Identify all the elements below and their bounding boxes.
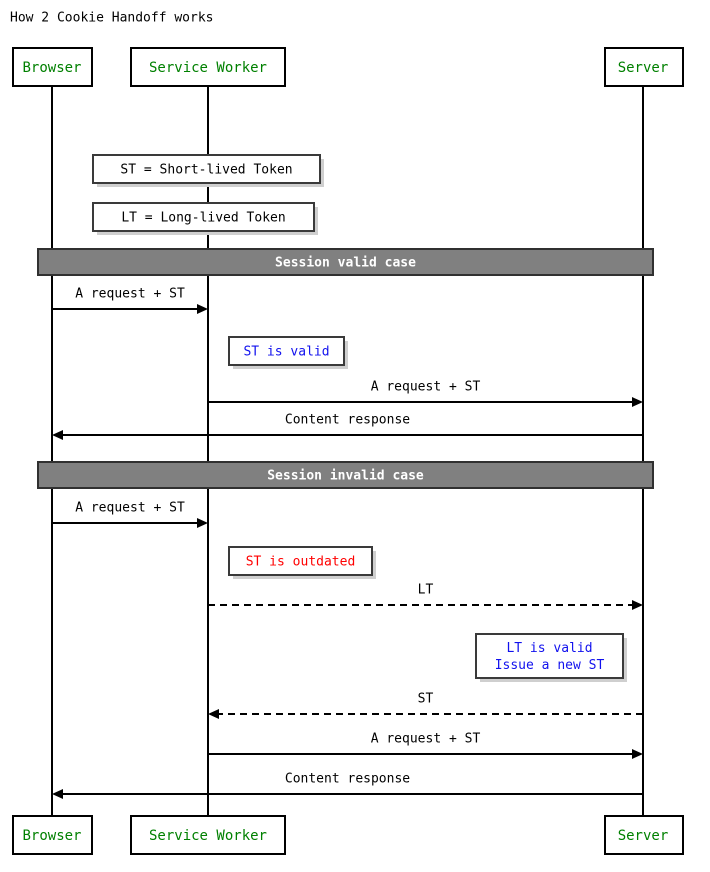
message-arrowhead [197, 518, 208, 528]
note-box [228, 546, 373, 576]
message-arrowhead [632, 749, 643, 759]
messages: A request + ST A request + ST Content resp… [52, 287, 643, 799]
note-box [228, 336, 345, 366]
lifelines [51, 86, 644, 816]
message-label: A request + ST [371, 380, 481, 395]
participant-box [130, 815, 286, 855]
message-arrowhead [632, 397, 643, 407]
note-box [92, 154, 321, 184]
page-title: How 2 Cookie Handoff works [10, 11, 214, 26]
message-label: Content response [285, 413, 410, 428]
message-label: ST [418, 692, 434, 707]
message-label: A request + ST [75, 501, 185, 516]
note-st-def: ST = Short-lived Token [92, 154, 324, 187]
participant-label: Browser [22, 828, 81, 844]
note-text-line: LT = Long-lived Token [121, 211, 285, 226]
note-st-valid: ST is valid [228, 336, 348, 369]
message-msg-3: Content response [52, 413, 643, 440]
message-msg-7: A request + ST [208, 732, 643, 759]
message-msg-5: LT [208, 583, 643, 610]
participant-box [12, 47, 93, 87]
participant-label: Server [618, 828, 669, 844]
participant-label: Service Worker [149, 60, 267, 76]
participant-box [604, 815, 684, 855]
note-box [92, 202, 315, 232]
participant-boxes-top: Browser Service Worker Server [12, 47, 684, 87]
note-text-line: Issue a new ST [495, 658, 605, 673]
message-msg-2: A request + ST [208, 380, 643, 407]
note-text-line: ST is outdated [246, 555, 356, 570]
note-text-line: ST is valid [243, 345, 329, 360]
participant-boxes-bottom: Browser Service Worker Server [12, 815, 684, 855]
note-text-line: LT is valid [506, 641, 592, 656]
participant-browser-top[interactable]: Browser [12, 47, 93, 87]
message-arrowhead [632, 600, 643, 610]
message-msg-4: A request + ST [52, 501, 208, 528]
participant-server-bottom[interactable]: Server [604, 815, 684, 855]
message-label: A request + ST [75, 287, 185, 302]
participant-server-top[interactable]: Server [604, 47, 684, 87]
note-lt-def: LT = Long-lived Token [92, 202, 318, 235]
divider-label: Session invalid case [267, 469, 424, 484]
message-label: Content response [285, 772, 410, 787]
message-msg-1: A request + ST [52, 287, 208, 314]
divider-bar [37, 248, 654, 276]
participant-label: Browser [22, 60, 81, 76]
divider-session-valid: Session valid case [37, 248, 654, 276]
participant-box [130, 47, 286, 87]
message-label: LT [418, 583, 434, 598]
divider-label: Session valid case [275, 256, 416, 271]
message-msg-6: ST [208, 692, 643, 719]
message-msg-8: Content response [52, 772, 643, 799]
participant-label: Service Worker [149, 828, 267, 844]
divider-bar [37, 461, 654, 489]
note-st-outdated: ST is outdated [228, 546, 376, 579]
participant-browser-bottom[interactable]: Browser [12, 815, 93, 855]
divider-session-invalid: Session invalid case [37, 461, 654, 489]
participant-box [604, 47, 684, 87]
participant-worker-top[interactable]: Service Worker [130, 47, 286, 87]
notes: ST = Short-lived Token LT = Long-lived To… [92, 154, 627, 682]
participant-label: Server [618, 60, 669, 76]
participant-box [12, 815, 93, 855]
note-text-line: ST = Short-lived Token [120, 163, 292, 178]
message-arrowhead [197, 304, 208, 314]
message-arrowhead [52, 430, 63, 440]
participant-worker-bottom[interactable]: Service Worker [130, 815, 286, 855]
message-label: A request + ST [371, 732, 481, 747]
note-box [475, 633, 624, 679]
message-arrowhead [52, 789, 63, 799]
message-arrowhead [208, 709, 219, 719]
